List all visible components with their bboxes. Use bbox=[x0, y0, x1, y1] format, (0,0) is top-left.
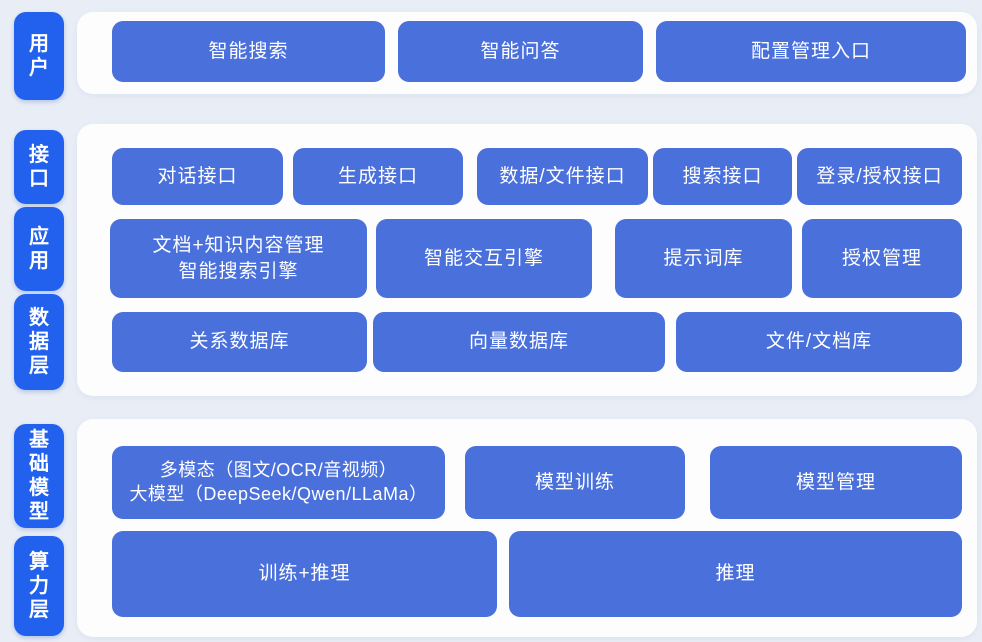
node-label: 配置管理入口 bbox=[750, 40, 871, 62]
node-inference: 推理 bbox=[509, 531, 962, 617]
node-label: 推理 bbox=[715, 563, 756, 585]
user-layer-panel: 智能搜索 智能问答 配置管理入口 bbox=[77, 12, 977, 94]
node-label: 搜索接口 bbox=[682, 165, 763, 187]
layer-label-text: 数据层 bbox=[29, 307, 49, 377]
bottom-layers-panel: 多模态（图文/OCR/音视频） 大模型（DeepSeek/Qwen/LLaMa）… bbox=[77, 419, 977, 637]
layer-label-text: 应用 bbox=[29, 226, 49, 272]
node-label: 向量数据库 bbox=[468, 331, 569, 353]
node-vector-database: 向量数据库 bbox=[373, 312, 665, 372]
node-label: 模型训练 bbox=[534, 471, 615, 493]
node-generation-api: 生成接口 bbox=[293, 148, 463, 205]
layer-label-text: 用户 bbox=[29, 33, 49, 79]
node-config-management-entry: 配置管理入口 bbox=[656, 21, 966, 82]
node-multimodal-llm: 多模态（图文/OCR/音视频） 大模型（DeepSeek/Qwen/LLaMa） bbox=[112, 446, 445, 519]
node-label-line2: 智能搜索引擎 bbox=[178, 260, 299, 282]
node-label: 授权管理 bbox=[841, 247, 922, 269]
node-label: 登录/授权接口 bbox=[816, 165, 943, 187]
node-file-document-store: 文件/文档库 bbox=[676, 312, 962, 372]
node-relational-database: 关系数据库 bbox=[112, 312, 367, 372]
node-smart-qa: 智能问答 bbox=[398, 21, 643, 82]
node-label: 智能搜索 bbox=[208, 40, 289, 62]
node-search-api: 搜索接口 bbox=[653, 148, 792, 205]
node-dialog-api: 对话接口 bbox=[112, 148, 283, 205]
layer-label-user: 用户 bbox=[14, 12, 64, 100]
node-label-line2: 大模型（DeepSeek/Qwen/LLaMa） bbox=[129, 483, 428, 504]
node-data-file-api: 数据/文件接口 bbox=[477, 148, 648, 205]
node-label: 智能问答 bbox=[480, 40, 561, 62]
node-model-training: 模型训练 bbox=[465, 446, 685, 519]
node-prompt-library: 提示词库 bbox=[615, 219, 792, 298]
layer-label-text: 算力层 bbox=[29, 551, 49, 621]
middle-layers-panel: 对话接口 生成接口 数据/文件接口 搜索接口 登录/授权接口 文档+知识内容管理… bbox=[77, 124, 977, 396]
node-label: 关系数据库 bbox=[189, 331, 290, 353]
node-training-plus-inference: 训练+推理 bbox=[112, 531, 497, 617]
node-doc-knowledge-management: 文档+知识内容管理 智能搜索引擎 bbox=[110, 219, 367, 298]
layer-label-application: 应用 bbox=[14, 207, 64, 291]
node-label: 智能交互引擎 bbox=[423, 247, 544, 269]
node-login-auth-api: 登录/授权接口 bbox=[797, 148, 962, 205]
node-label: 提示词库 bbox=[663, 247, 744, 269]
node-label: 模型管理 bbox=[795, 471, 876, 493]
layer-label-compute: 算力层 bbox=[14, 536, 64, 636]
layer-label-data: 数据层 bbox=[14, 294, 64, 390]
node-label: 数据/文件接口 bbox=[499, 165, 626, 187]
layer-label-text: 基础模型 bbox=[29, 429, 49, 523]
layer-label-foundation-model: 基础模型 bbox=[14, 424, 64, 528]
node-smart-interaction-engine: 智能交互引擎 bbox=[376, 219, 592, 298]
node-label-line1: 文档+知识内容管理 bbox=[152, 235, 325, 257]
node-label: 文件/文档库 bbox=[765, 331, 873, 353]
layer-label-text: 接口 bbox=[29, 144, 49, 190]
node-label: 生成接口 bbox=[337, 165, 418, 187]
layer-label-interface: 接口 bbox=[14, 130, 64, 204]
node-smart-search: 智能搜索 bbox=[112, 21, 385, 82]
node-model-management: 模型管理 bbox=[710, 446, 962, 519]
node-label: 训练+推理 bbox=[258, 563, 351, 585]
node-authorization-management: 授权管理 bbox=[802, 219, 962, 298]
node-label: 对话接口 bbox=[157, 165, 238, 187]
node-label-line1: 多模态（图文/OCR/音视频） bbox=[159, 459, 398, 480]
